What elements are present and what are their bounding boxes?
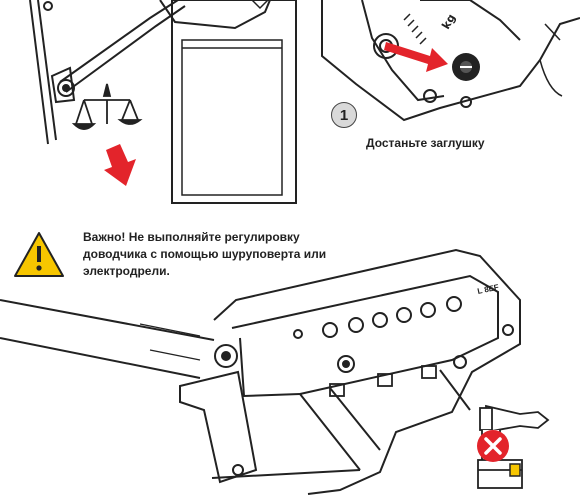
- warning-text: Важно! Не выполняйте регулировку доводчи…: [83, 230, 327, 278]
- step-number: 1: [339, 106, 349, 124]
- cap-plug-icon: [452, 53, 480, 81]
- housing-slots: [329, 365, 437, 397]
- scale-weight-icon: [71, 83, 143, 130]
- step-caption: Достаньте заглушку: [366, 136, 485, 150]
- lift-arm-side: [29, 0, 186, 145]
- cabinet-outline: [159, 0, 297, 204]
- remove-cap-arrow-icon: [384, 42, 448, 72]
- adjustment-scale-ticks: [403, 13, 427, 45]
- housing-holes: [293, 296, 514, 373]
- step-number-badge: 1: [331, 102, 357, 128]
- arrow-down-icon: [104, 144, 136, 186]
- mechanism-sticker: L 8EF: [477, 283, 500, 296]
